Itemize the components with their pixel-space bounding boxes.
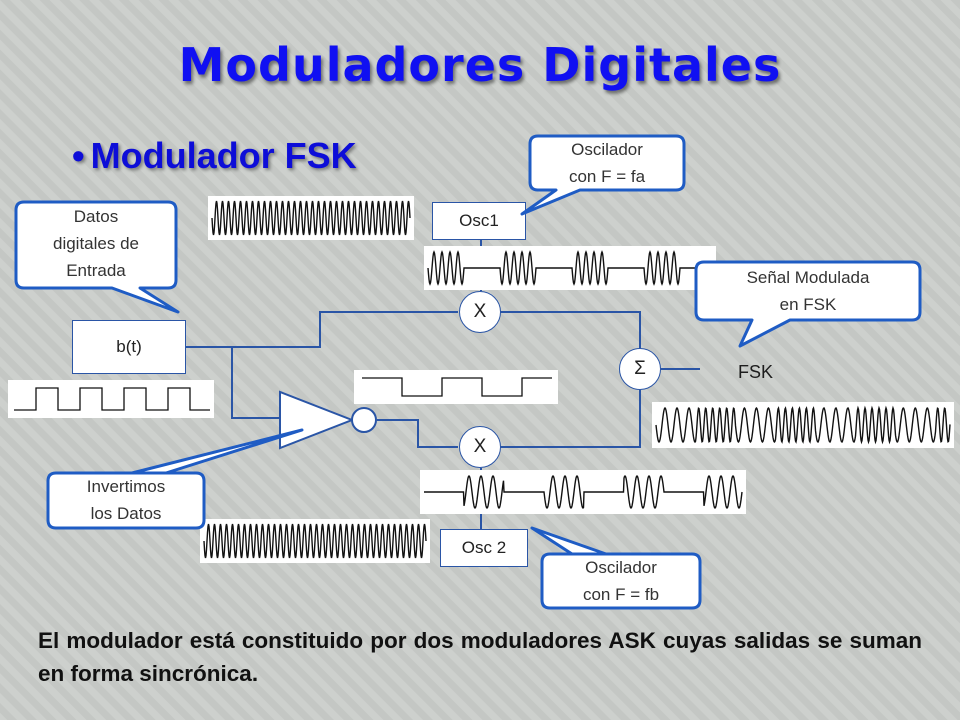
- oscillator-1-block: Osc1: [432, 202, 526, 240]
- callout-senal-line-1: Señal Modulada: [746, 268, 870, 287]
- callout-senal: Señal Modulada en FSK: [696, 264, 920, 318]
- callout-datos-line-1: Datos: [73, 207, 119, 226]
- wave-fsk-output: [652, 402, 954, 448]
- callout-invertimos: Invertimos los Datos: [48, 473, 204, 527]
- wire-inverter-to-mixer-bottom: [377, 419, 458, 448]
- oscillator-2-label: Osc 2: [461, 538, 507, 557]
- callout-osc-fa-line-2: con F = fa: [568, 167, 646, 186]
- wire-mixer-top-to-sum: [500, 311, 641, 348]
- footer-text: El modulador está constituido por dos mo…: [38, 628, 922, 686]
- callout-osc-fa: Oscilador con F = fa: [530, 136, 684, 190]
- slide-title: Moduladores Digitales: [178, 38, 782, 92]
- wave-ask-top: [424, 246, 716, 290]
- callout-invertimos-shape: [46, 428, 304, 530]
- inverter-triangle: [279, 390, 355, 450]
- section-heading-text: Modulador FSK: [90, 135, 357, 176]
- summer-symbol: Σ: [634, 358, 646, 379]
- callout-datos-line-3: Entrada: [66, 261, 126, 280]
- mixer-bottom: X: [459, 426, 501, 468]
- oscillator-2-block: Osc 2: [440, 529, 528, 567]
- callout-datos-shape: [14, 200, 180, 314]
- wire-bt-to-mixer-top: [186, 311, 458, 348]
- mixer-top-symbol: X: [473, 301, 487, 322]
- wave-carrier-fa: [208, 196, 414, 240]
- callout-senal-line-2: en FSK: [779, 295, 837, 314]
- callout-osc-fb: Oscilador con F = fb: [542, 554, 700, 608]
- wave-data-input: [8, 380, 214, 418]
- callout-osc-fb-shape: [530, 526, 702, 610]
- callout-osc-fb-line-1: Oscilador: [585, 558, 657, 577]
- mixer-bottom-symbol: X: [473, 436, 487, 457]
- section-heading: •Modulador FSK: [72, 135, 357, 177]
- output-label: FSK: [738, 362, 774, 382]
- wave-ask-bottom: [420, 470, 746, 514]
- wave-data-inverted: [354, 370, 558, 404]
- mixer-top: X: [459, 291, 501, 333]
- callout-datos-line-2: digitales de: [52, 234, 139, 253]
- data-source-label: b(t): [116, 337, 142, 356]
- callout-invertimos-line-2: los Datos: [90, 504, 162, 523]
- bullet-marker: •: [72, 135, 85, 176]
- callout-datos: Datos digitales de Entrada: [16, 203, 176, 284]
- callout-osc-fa-shape: [520, 134, 686, 216]
- callout-osc-fa-line-1: Oscilador: [571, 140, 643, 159]
- callout-senal-shape: [694, 260, 922, 348]
- wave-carrier-fb: [200, 519, 430, 563]
- data-source-block: b(t): [72, 320, 186, 374]
- wire-bt-to-inverter: [231, 347, 280, 419]
- oscillator-1-label: Osc1: [459, 211, 499, 230]
- summer-node: Σ: [619, 348, 661, 390]
- callout-osc-fb-line-2: con F = fb: [582, 585, 660, 604]
- callout-invertimos-line-1: Invertimos: [86, 477, 166, 496]
- inverter-bubble: [351, 407, 377, 433]
- wire-mixer-bottom-to-sum: [500, 390, 641, 448]
